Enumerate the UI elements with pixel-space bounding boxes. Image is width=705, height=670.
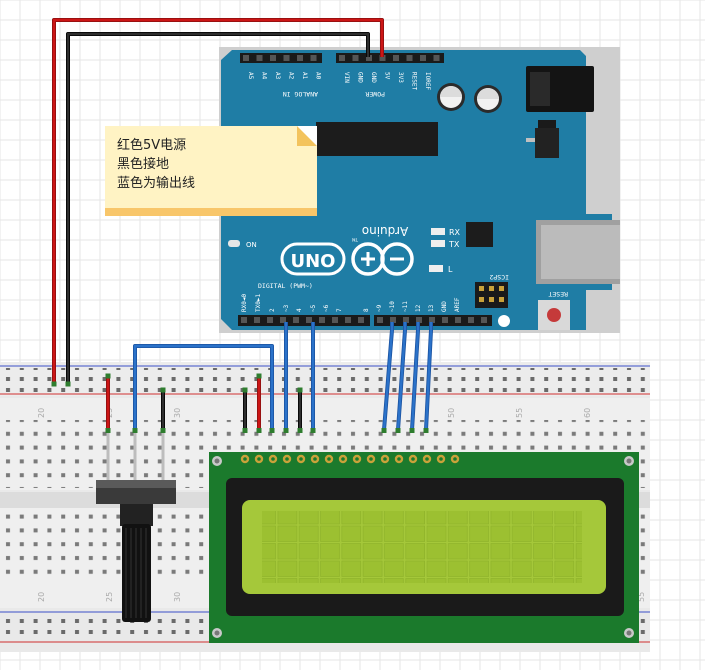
power-pin-label: GND <box>370 72 377 83</box>
analog-pin-label: A5 <box>247 72 254 80</box>
uno-text: UNO <box>291 251 336 272</box>
wire-end <box>395 428 401 433</box>
wire-end <box>160 428 166 433</box>
power-label: POWER <box>365 90 385 98</box>
icsp-header: ICSP2 <box>475 273 509 308</box>
sticky-note: 红色5V电源 黑色接地 蓝色为输出线 <box>105 126 317 216</box>
wire-end <box>269 428 275 433</box>
capacitor <box>474 85 502 113</box>
bb-number-60-top: 60 <box>583 408 592 418</box>
analog-header <box>240 53 322 63</box>
digital-pin-label: ~10 <box>389 301 396 312</box>
on-led: ON <box>228 240 257 249</box>
reset-label: RESET <box>548 290 568 298</box>
digital-pin-label: ~9 <box>376 304 383 312</box>
rx-label: RX <box>449 228 461 237</box>
power-jack <box>526 66 594 112</box>
analog-pin-label: A0 <box>315 72 322 80</box>
arduino-brand: Arduino <box>362 224 408 238</box>
analog-in-label: ANALOG IN <box>283 90 318 98</box>
digital-pin-label: ~6 <box>323 304 330 312</box>
bb-number-20-top: 20 <box>37 408 46 418</box>
bb-number-20-bottom: 20 <box>37 592 46 602</box>
note-line-blue-output: 蓝色为输出线 <box>117 176 196 191</box>
power-pin-label: VIN <box>343 72 350 83</box>
wire-end <box>242 428 248 433</box>
power-pin-label: 3V3 <box>397 72 404 83</box>
power-pin-label: IOREF <box>424 72 431 90</box>
digital-header-low <box>238 315 370 326</box>
digital-pin-label: GND <box>441 301 448 312</box>
digital-pwm-label: DIGITAL (PWM~) <box>258 282 313 290</box>
lcd-1602-module <box>209 452 639 643</box>
digital-pin-label: 7 <box>336 308 343 312</box>
bb-number-55-top: 55 <box>515 408 524 418</box>
l-label: L <box>448 265 453 274</box>
digital-pin-label: 2 <box>269 308 276 312</box>
wire-end <box>409 428 415 433</box>
wire-end <box>65 381 71 387</box>
wire-end <box>160 387 166 393</box>
power-header <box>336 53 444 63</box>
wire-end <box>105 373 111 379</box>
note-fold <box>297 126 317 146</box>
digital-pin-label: ~11 <box>402 301 409 312</box>
wires <box>52 18 433 431</box>
wire-end <box>297 387 303 393</box>
capacitor <box>437 83 465 111</box>
digital-pin-label: 12 <box>415 304 422 312</box>
wire-end <box>256 428 262 433</box>
arduino-logo: UNO Arduino TM <box>280 224 414 276</box>
bb-number-55-bottom: 55 <box>637 592 646 602</box>
wire-end <box>256 373 262 379</box>
wire-end <box>51 381 57 387</box>
analog-pin-label: A2 <box>288 72 295 80</box>
note-line-black-gnd: 黑色接地 <box>117 157 170 172</box>
wire-end <box>297 428 303 433</box>
trademark: TM <box>352 237 359 242</box>
power-pin-label: GND <box>357 72 364 83</box>
bb-number-30-top: 30 <box>173 408 182 418</box>
wire-end <box>310 428 316 433</box>
digital-pin-label: RX0◄0 <box>241 294 248 312</box>
digital-pin-label: 8 <box>363 308 370 312</box>
bb-number-50-top: 50 <box>447 408 456 418</box>
voltage-regulator <box>526 120 559 158</box>
reset-button[interactable]: RESET <box>538 290 570 330</box>
wire-end <box>381 428 387 433</box>
digital-pin-label: ~5 <box>310 304 317 312</box>
digital-pin-label: ~3 <box>283 304 290 312</box>
digital-pin-label: TX0►1 <box>255 294 262 312</box>
analog-pin-label: A1 <box>301 72 308 80</box>
note-line-red-5v: 红色5V电源 <box>117 138 187 153</box>
analog-pin-label: A3 <box>274 72 281 80</box>
wire-end <box>105 428 111 433</box>
usb-connector <box>536 220 620 284</box>
digital-pin-label: AREF <box>454 297 461 312</box>
digital-pin-label: 13 <box>428 304 435 312</box>
power-pin-label: RESET <box>411 72 418 90</box>
icsp-label: ICSP2 <box>489 273 509 281</box>
bb-number-30-bottom: 30 <box>173 592 182 602</box>
power-pin-label: 5V <box>384 72 391 80</box>
wire-end <box>132 428 138 433</box>
analog-pin-label: A4 <box>261 72 268 80</box>
wire-end <box>283 428 289 433</box>
potentiometer[interactable] <box>96 432 176 622</box>
atmega-chip <box>316 122 438 156</box>
bb-number-25-bottom: 25 <box>105 592 114 602</box>
mounting-hole <box>498 315 510 327</box>
wire-end <box>423 428 429 433</box>
tx-label: TX <box>448 240 460 249</box>
wire-end <box>242 387 248 393</box>
digital-pin-label: 4 <box>296 308 303 312</box>
usb-chip <box>466 222 493 247</box>
on-label: ON <box>246 241 257 249</box>
